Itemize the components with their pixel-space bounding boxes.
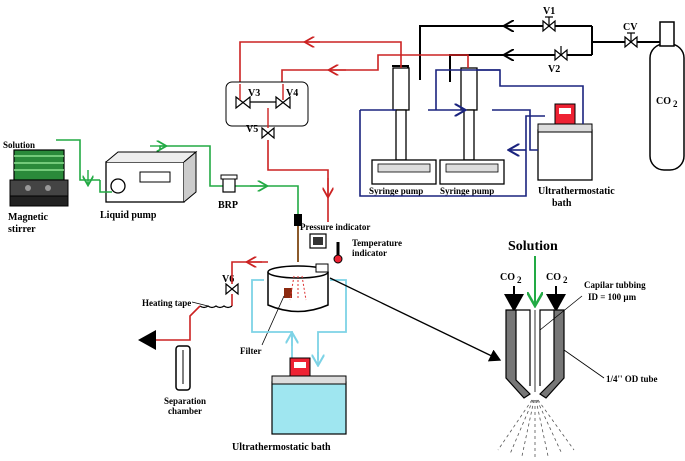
solution-label: Solution xyxy=(3,140,35,150)
separation-chamber: Separation chamber xyxy=(164,345,206,416)
cv-label: CV xyxy=(623,22,638,33)
nozzle-detail: Solution CO 2 CO 2 Capilar tubbing ID = … xyxy=(497,239,658,458)
v5-label: V5 xyxy=(246,124,258,135)
co2-cylinder: CO 2 xyxy=(649,21,685,171)
nozzle-solution-label: Solution xyxy=(508,239,558,254)
pressure-indicator: Pressure indicator xyxy=(294,214,370,262)
ultrathermostatic-bath-top-label-1: Ultrathermostatic xyxy=(538,186,615,197)
svg-text:2: 2 xyxy=(673,99,678,109)
solution-beaker: Solution xyxy=(3,140,65,181)
valve-v6: V6 xyxy=(222,274,239,296)
od-tube-label: 1/4'' OD tube xyxy=(606,374,658,384)
co2-feed-lines xyxy=(239,41,469,274)
ultrathermostatic-bath-bottom-label: Ultrathermostatic bath xyxy=(232,442,331,453)
nozzle-co2-right-label: CO xyxy=(546,272,561,283)
valve-v2: V2 xyxy=(548,46,568,75)
capilar-tubing-label-2: ID = 100 µm xyxy=(588,292,637,302)
v3-label: V3 xyxy=(248,88,260,99)
liquid-pump: Liquid pump xyxy=(100,150,198,221)
zoom-arrow xyxy=(329,277,502,362)
v6-label: V6 xyxy=(222,274,234,285)
brp-label: BRP xyxy=(218,200,238,211)
temperature-indicator-label-2: indicator xyxy=(352,248,387,258)
syringe-pump-1-label: Syringe pump xyxy=(369,186,423,196)
heating-tape-label: Heating tape xyxy=(142,298,191,308)
pressure-indicator-label: Pressure indicator xyxy=(300,222,370,232)
magnetic-stirrer-label-2: stirrer xyxy=(8,224,36,235)
precipitation-vessel: Filter xyxy=(240,263,329,356)
svg-text:2: 2 xyxy=(563,275,568,285)
valve-v1: V1 xyxy=(542,6,556,33)
temperature-indicator-label-1: Temperature xyxy=(352,238,402,248)
valve-manifold: V3 V4 V5 xyxy=(225,81,309,140)
co2-supply-lines xyxy=(392,25,660,82)
temperature-indicator: Temperature indicator xyxy=(333,238,402,264)
liquid-pump-label: Liquid pump xyxy=(100,210,157,221)
ultrathermostatic-bath-top-label-2: bath xyxy=(552,198,572,209)
ultrathermostatic-bath-top: Ultrathermostatic bath xyxy=(537,103,615,209)
separation-chamber-label-1: Separation xyxy=(164,396,206,406)
svg-text:2: 2 xyxy=(517,275,522,285)
co2-cylinder-label: CO xyxy=(656,96,671,107)
syringe-pump-1: Syringe pump xyxy=(369,67,437,196)
nozzle-co2-left-label: CO xyxy=(500,272,515,283)
v4-label: V4 xyxy=(286,88,298,99)
magnetic-stirrer-label-1: Magnetic xyxy=(8,212,49,223)
filter-label: Filter xyxy=(240,346,262,356)
v2-label: V2 xyxy=(548,64,560,75)
v1-label: V1 xyxy=(543,6,555,17)
brp-valve: BRP xyxy=(218,174,238,211)
syringe-pump-2-label: Syringe pump xyxy=(440,186,494,196)
syringe-pump-2: Syringe pump xyxy=(439,67,505,196)
ultrathermostatic-bath-bottom: Ultrathermostatic bath xyxy=(232,357,347,453)
cooling-loop xyxy=(359,69,584,197)
separation-chamber-label-2: chamber xyxy=(168,406,202,416)
capilar-tubing-label-1: Capilar tubbing xyxy=(584,280,646,290)
valve-cv: CV xyxy=(623,22,638,49)
magnetic-stirrer: Magnetic stirrer xyxy=(8,179,69,235)
